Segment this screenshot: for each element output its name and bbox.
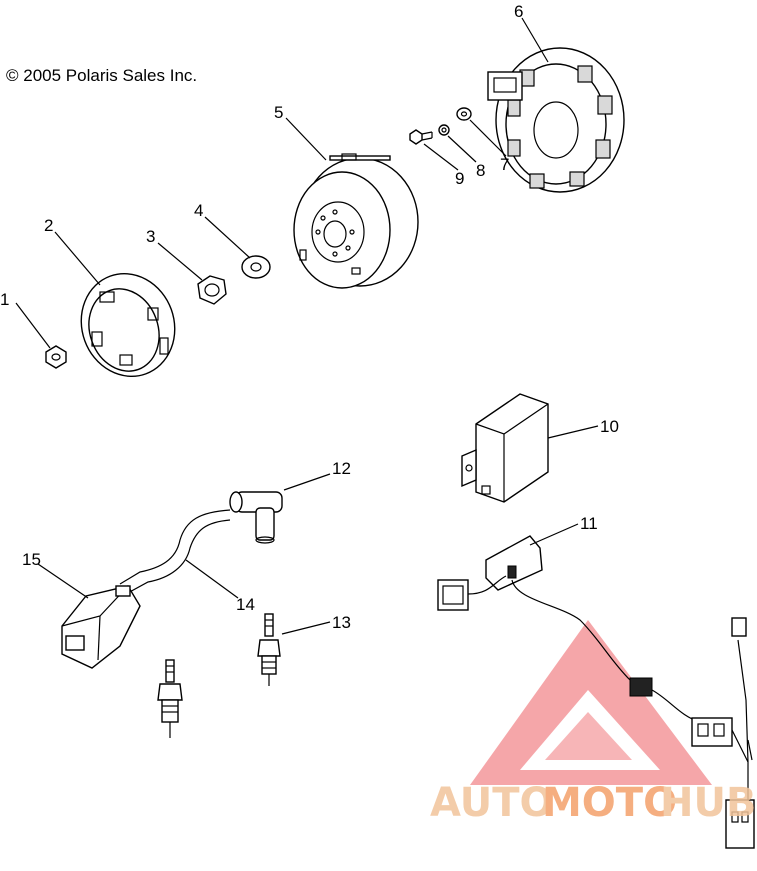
leader-12	[283, 473, 331, 491]
copyright-notice: © 2005 Polaris Sales Inc.	[6, 66, 198, 85]
part-14-ht-lead	[119, 509, 231, 595]
part-1-nut	[45, 345, 67, 369]
leader-10	[547, 425, 599, 439]
callout-12: 12	[332, 459, 351, 478]
callout-8: 8	[476, 161, 485, 180]
leader-4	[204, 216, 251, 259]
callout-13: 13	[332, 613, 351, 632]
callout-5: 5	[274, 103, 283, 122]
callout-1: 1	[0, 290, 9, 309]
part-9-screw	[409, 129, 433, 145]
callout-9: 9	[455, 169, 464, 188]
callout-2: 2	[44, 216, 53, 235]
leader-15	[37, 563, 89, 599]
leader-13	[281, 621, 331, 635]
part-3-hex-nut	[197, 275, 227, 305]
leader-5	[285, 117, 327, 161]
callout-11: 11	[580, 514, 598, 533]
callout-7: 7	[500, 155, 509, 174]
part-2-cup	[80, 272, 176, 378]
part-12-plug-cap	[229, 491, 283, 544]
part-10-cdi-box	[461, 393, 549, 503]
leader-8	[447, 135, 477, 163]
part-13-spark-plug	[257, 613, 281, 686]
part-4-washer	[241, 255, 271, 279]
leader-3	[157, 242, 203, 281]
part-6-stator	[487, 47, 625, 193]
watermark-text-auto: AUTO	[430, 780, 554, 826]
watermark-text-moto: MOTO	[542, 780, 677, 826]
watermark-text-hub: HUB	[660, 780, 756, 826]
leader-1	[15, 302, 51, 349]
part-7-washer	[456, 107, 472, 121]
callout-4: 4	[194, 201, 203, 220]
watermark-logo	[470, 620, 712, 785]
leader-11	[529, 523, 579, 546]
leader-7	[469, 119, 507, 157]
part-11-harness	[437, 535, 755, 849]
leader-6	[521, 17, 549, 63]
leader-9	[423, 143, 459, 171]
leader-2	[54, 231, 101, 286]
spare-spark-plug	[157, 659, 183, 738]
callout-6: 6	[514, 2, 523, 21]
watermark-text: AUTO MOTO HUB	[430, 780, 756, 826]
part-8-washer	[438, 124, 450, 136]
part-5-flywheel	[293, 153, 419, 289]
part-15-ignition-coil	[61, 585, 141, 669]
leader-14	[185, 559, 239, 599]
callout-14: 14	[236, 595, 255, 614]
callout-15: 15	[22, 550, 41, 569]
callout-3: 3	[146, 227, 155, 246]
callout-10: 10	[600, 417, 619, 436]
